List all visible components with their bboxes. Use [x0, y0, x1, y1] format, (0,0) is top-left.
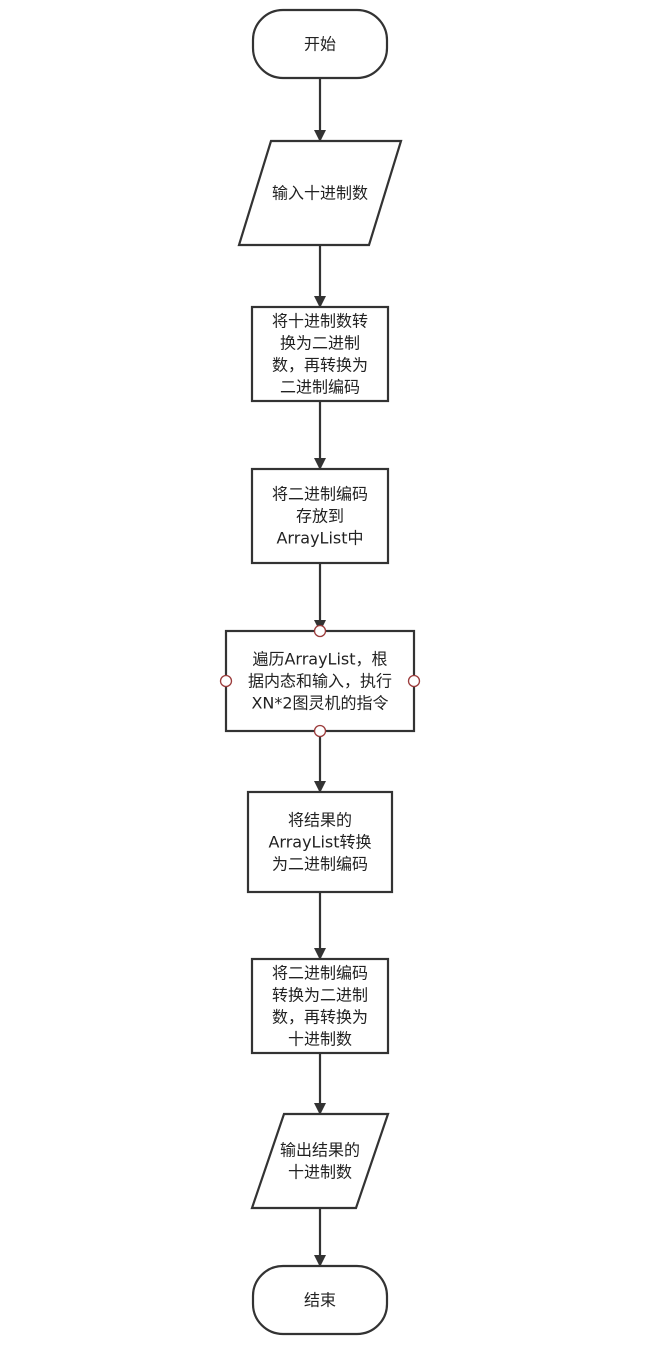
process-shape	[250, 957, 390, 1055]
node-label-line: 将二进制编码	[272, 964, 368, 983]
node-label-line: 开始	[304, 35, 336, 54]
node-label-line: 转换为二进制	[272, 986, 368, 1005]
node-label-line: 二进制编码	[280, 378, 360, 397]
node-label-line: 数，再转换为	[272, 1008, 368, 1027]
node-label-line: 输出结果的	[280, 1141, 360, 1160]
node-label-line: ArrayList中	[276, 529, 363, 548]
node-label-line: 将十进制数转	[272, 312, 368, 331]
connection-port-left[interactable]	[219, 674, 233, 688]
node-end[interactable]: 结束	[251, 1264, 389, 1336]
connection-port-bottom[interactable]	[313, 724, 327, 738]
connection-port-top[interactable]	[313, 624, 327, 638]
node-label-line: 输入十进制数	[272, 184, 368, 203]
io-shape	[250, 1112, 390, 1210]
terminal-shape	[251, 8, 389, 80]
node-label-line: 换为二进制	[280, 334, 360, 353]
node-label-line: XN*2图灵机的指令	[251, 694, 388, 713]
node-label-line: 为二进制编码	[272, 855, 368, 874]
node-label-line: ArrayList转换	[268, 833, 371, 852]
node-label-line: 十进制数	[288, 1030, 352, 1049]
terminal-shape	[251, 1264, 389, 1336]
node-label-line: 据内态和输入，执行	[248, 672, 392, 691]
node-label-line: 数，再转换为	[272, 356, 368, 375]
node-label-line: 遍历ArrayList，根	[252, 650, 387, 669]
node-label-line: 将二进制编码	[272, 485, 368, 504]
node-label-line: 结束	[304, 1291, 336, 1310]
node-label-line: 存放到	[296, 507, 344, 526]
process-shape	[250, 305, 390, 403]
node-label-line: 将结果的	[288, 811, 352, 830]
node-start[interactable]: 开始	[251, 8, 389, 80]
node-input-decimal[interactable]: 输入十进制数	[237, 139, 403, 247]
process-shape	[250, 467, 390, 565]
io-shape	[237, 139, 403, 247]
node-label-line: 十进制数	[288, 1163, 352, 1182]
process-shape	[246, 790, 394, 894]
connection-port-right[interactable]	[407, 674, 421, 688]
